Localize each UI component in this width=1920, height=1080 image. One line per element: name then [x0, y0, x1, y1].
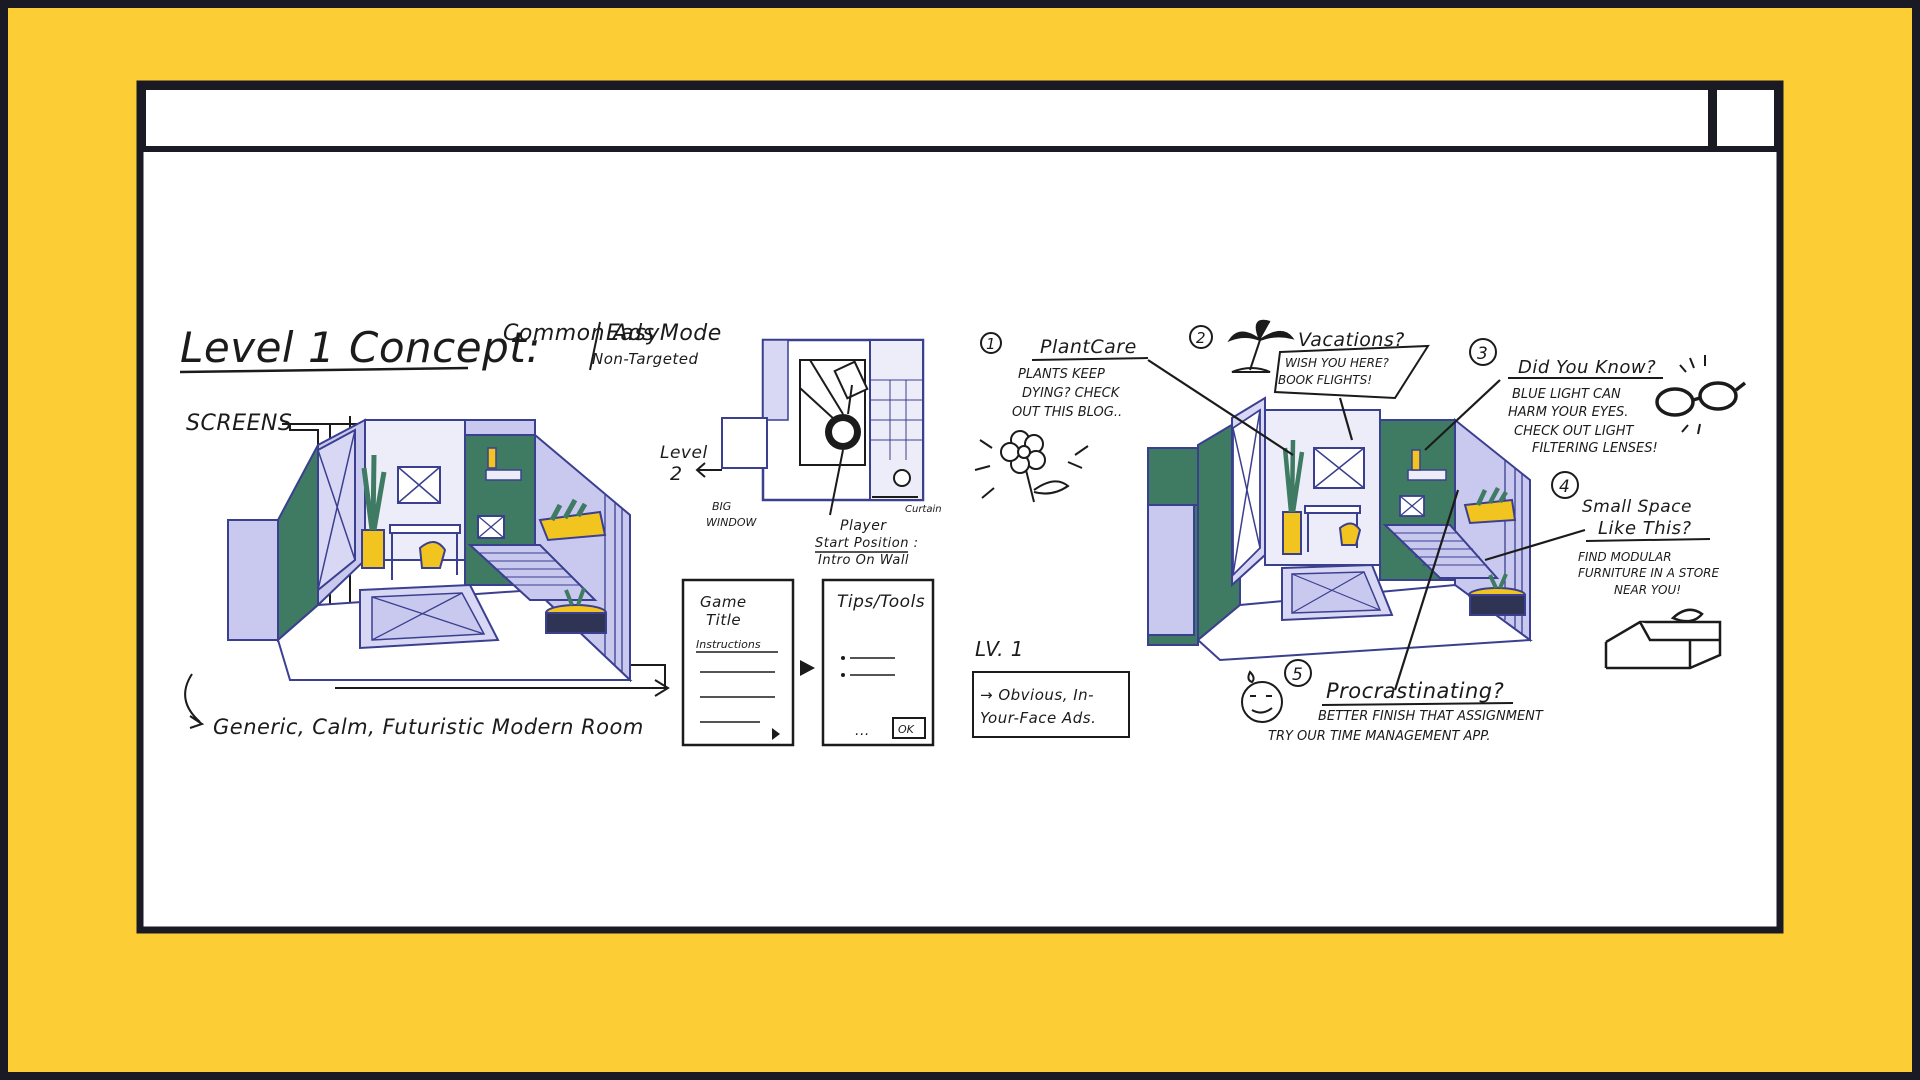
- mode-easymode: EasyMode: [606, 321, 722, 346]
- ad1-number: 1: [986, 335, 996, 353]
- ad2-number: 2: [1196, 329, 1206, 347]
- level-2-number: 2: [670, 463, 683, 485]
- ad3-line4: Filtering Lenses!: [1532, 441, 1658, 456]
- generic-room-caption: Generic, Calm, Futuristic Modern Room: [184, 673, 644, 739]
- room-illustration-left: [227, 418, 633, 683]
- ad-procrastinating: 5 Procrastinating? Better Finish That As…: [1241, 659, 1544, 744]
- game-title-card[interactable]: Game Title Instructions: [681, 578, 795, 747]
- instructions-label: Instructions: [696, 638, 761, 651]
- card-arrow-icon: [800, 660, 815, 676]
- lv1-title: LV. 1: [975, 637, 1024, 661]
- game-title-line2: Title: [706, 611, 741, 629]
- floor-plan-labels: Level 2 BIG WINDOW Curtain Player Start …: [660, 443, 942, 568]
- ad-did-you-know: 3 Did You Know? Blue Light Can Harm Your…: [1469, 338, 1747, 456]
- level-title: Level 1 Concept:: [180, 323, 541, 372]
- mode-non-targeted: Non-Targeted: [592, 350, 699, 368]
- big-window-label-2: WINDOW: [706, 516, 757, 529]
- lv1-line1: → Obvious, In-: [980, 686, 1094, 704]
- ad4-line3: Near You!: [1614, 583, 1681, 597]
- lv1-line2: Your-Face Ads.: [980, 709, 1096, 727]
- ad3-number: 3: [1477, 344, 1488, 364]
- ad-plantcare: 1 PlantCare Plants Keep Dying? Check Out…: [974, 332, 1149, 503]
- ad4-number: 4: [1559, 477, 1570, 497]
- ad3-line3: Check Out Light: [1514, 424, 1635, 439]
- ad1-line2: Dying? Check: [1022, 386, 1121, 401]
- ad3-line1: Blue Light Can: [1512, 387, 1621, 402]
- level-2-label: Level: [660, 443, 708, 463]
- ad3-head: Did You Know?: [1518, 357, 1656, 378]
- ad5-head: Procrastinating?: [1326, 679, 1504, 703]
- player-start-label-2: Start Position :: [815, 536, 918, 551]
- ok-button-label: OK: [898, 723, 915, 736]
- ad2-line2: Book Flights!: [1278, 373, 1372, 387]
- game-title-line1: Game: [700, 593, 747, 611]
- player-start-label-3: Intro On Wall: [818, 553, 909, 568]
- room-illustration-right: [1147, 396, 1533, 662]
- palm-tree-icon: [1227, 319, 1295, 373]
- lv1-note: LV. 1 → Obvious, In- Your-Face Ads.: [972, 637, 1130, 738]
- ad5-number: 5: [1292, 665, 1303, 685]
- ad1-head: PlantCare: [1040, 336, 1137, 358]
- generic-room-label: Generic, Calm, Futuristic Modern Room: [213, 715, 644, 739]
- glasses-icon: [1655, 355, 1747, 435]
- ad-vacations: 2 Vacations? Wish You Here? Book Flights…: [1189, 319, 1430, 400]
- ok-button[interactable]: [892, 717, 926, 739]
- screens-label: SCREENS: [186, 411, 292, 436]
- sweat-face-icon: [1241, 670, 1283, 723]
- ad4-head: Small Space: [1582, 497, 1692, 517]
- flower-icon: [974, 430, 1089, 503]
- curtain-label: Curtain: [905, 504, 942, 515]
- tips-tools-label: Tips/Tools: [837, 592, 925, 612]
- player-start-label-1: Player: [840, 518, 887, 534]
- ad3-line2: Harm Your Eyes.: [1508, 405, 1628, 420]
- concept-title: Level 1 Concept: Common Ads EasyMode Non…: [179, 321, 722, 374]
- ad2-line1: Wish You Here?: [1285, 356, 1390, 370]
- ad2-head: Vacations?: [1298, 329, 1405, 351]
- mode-common-ads: Common Ads: [503, 321, 655, 346]
- ad4-line1: Find Modular: [1578, 550, 1672, 564]
- tips-dots: ...: [855, 723, 870, 739]
- ad5-line2: Try Our Time Management App.: [1268, 729, 1490, 744]
- ad4-line2: Furniture In A Store: [1578, 566, 1719, 580]
- floor-plan: [721, 338, 925, 502]
- ad-pointer-lines: [1147, 359, 1586, 691]
- ad-small-space: 4 Small Space Like This? Find Modular Fu…: [1551, 471, 1722, 670]
- tips-tools-card[interactable]: Tips/Tools ... OK: [821, 578, 935, 747]
- ad5-line1: Better Finish That Assignment: [1318, 709, 1544, 724]
- sofa-bed-icon: [1604, 608, 1722, 670]
- big-window-label: BIG: [712, 500, 731, 513]
- ad1-line1: Plants Keep: [1018, 367, 1105, 382]
- window-control-button[interactable]: [1711, 84, 1780, 152]
- address-bar[interactable]: [140, 84, 1714, 152]
- ad4-head2: Like This?: [1598, 518, 1692, 539]
- ad1-line3: Out This Blog..: [1012, 405, 1122, 420]
